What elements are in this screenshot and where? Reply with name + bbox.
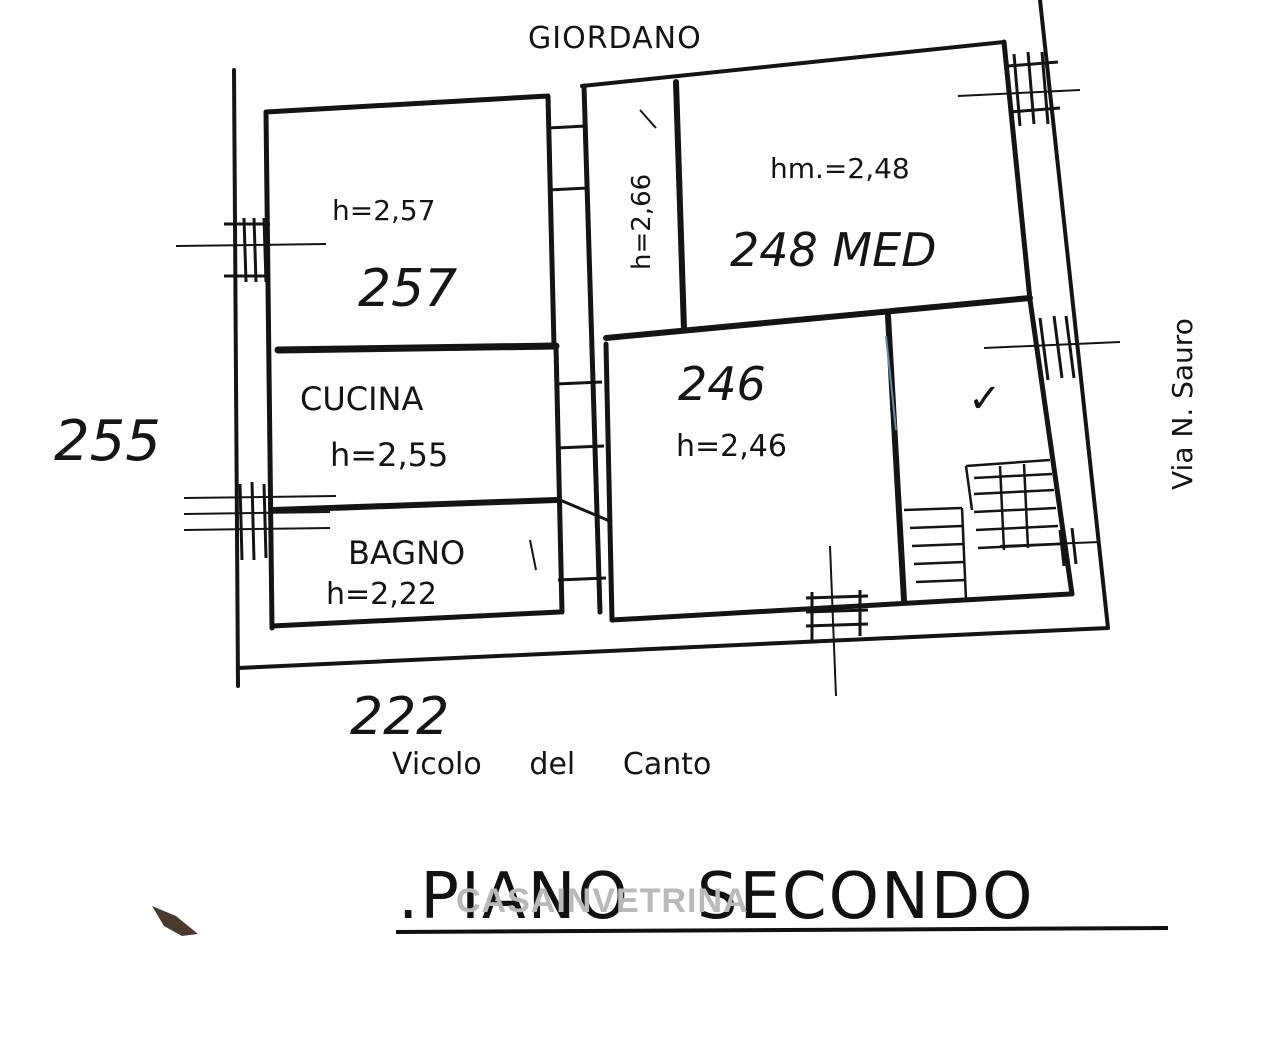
plan-title: .PIANO SECONDO — [398, 860, 1035, 934]
ink-speck — [152, 906, 198, 936]
window-symbols — [175, 51, 1121, 697]
corridor-height: h=2,66 — [627, 174, 657, 270]
center-room-height: h=2,46 — [676, 429, 787, 464]
room-top-right-note: 248 MED — [730, 223, 937, 277]
stair-room-mark: ✓ — [968, 376, 1002, 422]
bottom-margin-note: 222 — [350, 687, 449, 747]
stair-strip — [547, 124, 613, 582]
center-room-note: 246 — [678, 357, 766, 411]
title-underline — [395, 926, 1169, 934]
street-bottom-label: Vicolo del Canto — [392, 747, 711, 782]
room-top-right-height: hm.=2,48 — [770, 152, 910, 185]
bath-name: BAGNO — [348, 534, 465, 572]
walls — [263, 39, 1075, 631]
outer-boundary — [232, 0, 1110, 688]
watermark: CASAINVETRINA — [456, 882, 749, 920]
bath-height: h=2,22 — [326, 577, 437, 612]
room-top-left-note: 257 — [358, 259, 457, 319]
kitchen-name: CUCINA — [300, 380, 423, 418]
left-margin-note: 255 — [54, 409, 161, 474]
street-right-label: Via N. Sauro — [1166, 318, 1199, 490]
kitchen-height: h=2,55 — [330, 436, 448, 474]
street-top-label: GIORDANO — [528, 21, 702, 56]
staircase — [903, 458, 1061, 601]
room-top-left-height: h=2,57 — [332, 194, 436, 227]
